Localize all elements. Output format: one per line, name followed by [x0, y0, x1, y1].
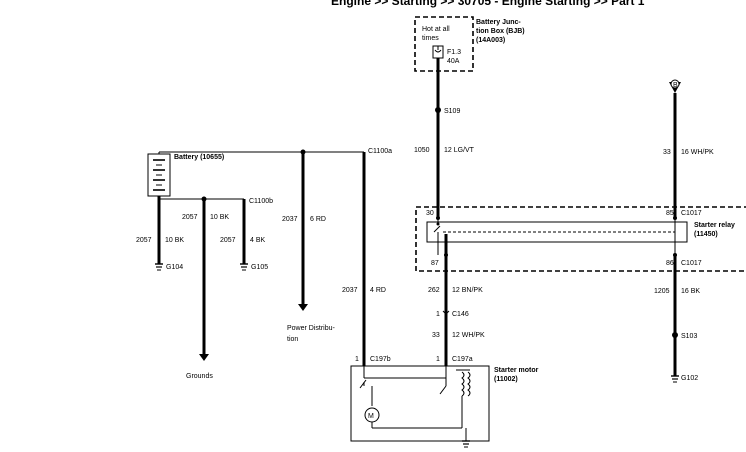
wire-2037a-number: 2037 — [282, 216, 298, 223]
bjb-title-line3: (14A003) — [476, 37, 505, 44]
c1100b-label: C1100b — [249, 198, 273, 205]
battery-cells-icon — [153, 159, 165, 191]
relay-pin-87: 87 — [431, 260, 439, 267]
splice-s103 — [672, 332, 678, 338]
c197a-pin: 1 — [436, 356, 440, 363]
relay-node-85 — [673, 216, 677, 220]
relay-contact-switch-icon — [433, 218, 448, 255]
ref-b-marker — [670, 79, 680, 89]
power-distribution-label-2: tion — [287, 336, 298, 343]
wire-33a-color: 16 WH/PK — [681, 149, 714, 156]
ref-b-label: B — [673, 82, 678, 89]
ground-g104-icon — [155, 263, 163, 271]
bjb-title-line1: Battery Junc- — [476, 19, 521, 26]
bjb-box — [414, 16, 474, 72]
motor-symbol: M — [368, 413, 374, 420]
c197b-label: C197b — [370, 356, 391, 363]
ground-g104-label: G104 — [166, 264, 183, 271]
c197b-pin: 1 — [355, 356, 359, 363]
power-distribution-label-1: Power Distribu- — [287, 325, 336, 332]
wire-33b-color: 12 WH/PK — [452, 332, 485, 339]
c197a-label: C197a — [452, 356, 473, 363]
starter-motor-box — [350, 365, 490, 442]
wire-2057b-color: 10 BK — [210, 214, 229, 221]
relay-label-line1: Starter relay — [694, 222, 735, 229]
solenoid-contact-icon — [359, 366, 447, 406]
c146-pin: 1 — [436, 311, 440, 318]
grounds-arrow — [199, 354, 209, 361]
bjb-hot-line1: Hot at all — [422, 26, 450, 33]
relay-node-30 — [436, 216, 440, 220]
wire-2037a-color: 6 RD — [310, 216, 326, 223]
relay-coil-box — [426, 221, 688, 243]
wire-1050-number: 1050 — [414, 147, 430, 154]
wire-262-number: 262 — [428, 287, 440, 294]
starter-relay-box — [415, 206, 746, 272]
wire-1205-number: 1205 — [654, 288, 670, 295]
c1017-top-label: C1017 — [681, 210, 702, 217]
ground-g102-label: G102 — [681, 375, 698, 382]
fuse-icon — [432, 45, 444, 59]
ground-g102-icon — [671, 375, 679, 383]
battery-label: Battery (10655) — [174, 154, 224, 161]
wire-2057c-color: 4 BK — [250, 237, 266, 244]
bjb-hot-line2: times — [422, 35, 439, 42]
motor-ground-icon — [462, 440, 470, 448]
wire-2057a-number: 2057 — [136, 237, 152, 244]
wire-2057a-color: 10 BK — [165, 237, 184, 244]
starter-motor-label-1: Starter motor — [494, 367, 539, 374]
relay-label-line2: (11450) — [694, 231, 718, 238]
ground-g105-icon — [240, 263, 248, 271]
fuse-label: F1.3 — [447, 49, 461, 56]
wire-33a-number: 33 — [663, 149, 671, 156]
splice-s103-label: S103 — [681, 333, 697, 340]
ground-g105-label: G105 — [251, 264, 268, 271]
c1017-bottom-label: C1017 — [681, 260, 702, 267]
c1100a-label: C1100a — [368, 148, 392, 155]
bjb-title-line2: tion Box (BJB) — [476, 28, 525, 35]
wire-2057b-number: 2057 — [182, 214, 198, 221]
wire-1205-color: 16 BK — [681, 288, 700, 295]
wire-2057c-number: 2057 — [220, 237, 236, 244]
splice-s109-label: S109 — [444, 108, 460, 115]
power-distribution-arrow — [298, 304, 308, 311]
relay-pin-85: 85 — [666, 210, 674, 217]
wire-2037b-color: 4 RD — [370, 287, 386, 294]
connector-c146-icon — [442, 310, 450, 315]
solenoid-coil-icon — [456, 369, 471, 428]
wire-33b-number: 33 — [432, 332, 440, 339]
fuse-rating: 40A — [447, 58, 460, 65]
grounds-label: Grounds — [186, 373, 213, 380]
wire-1050-color: 12 LG/VT — [444, 147, 475, 154]
wire-2037b-number: 2037 — [342, 287, 358, 294]
diagram-title: Engine >> Starting >> 30705 - Engine Sta… — [331, 0, 645, 8]
relay-pin-30: 30 — [426, 210, 434, 217]
starter-motor-label-2: (11002) — [494, 376, 518, 383]
splice-s109 — [435, 107, 441, 113]
wire-262-color: 12 BN/PK — [452, 287, 483, 294]
relay-pin-86: 86 — [666, 260, 674, 267]
c146-label: C146 — [452, 311, 469, 318]
